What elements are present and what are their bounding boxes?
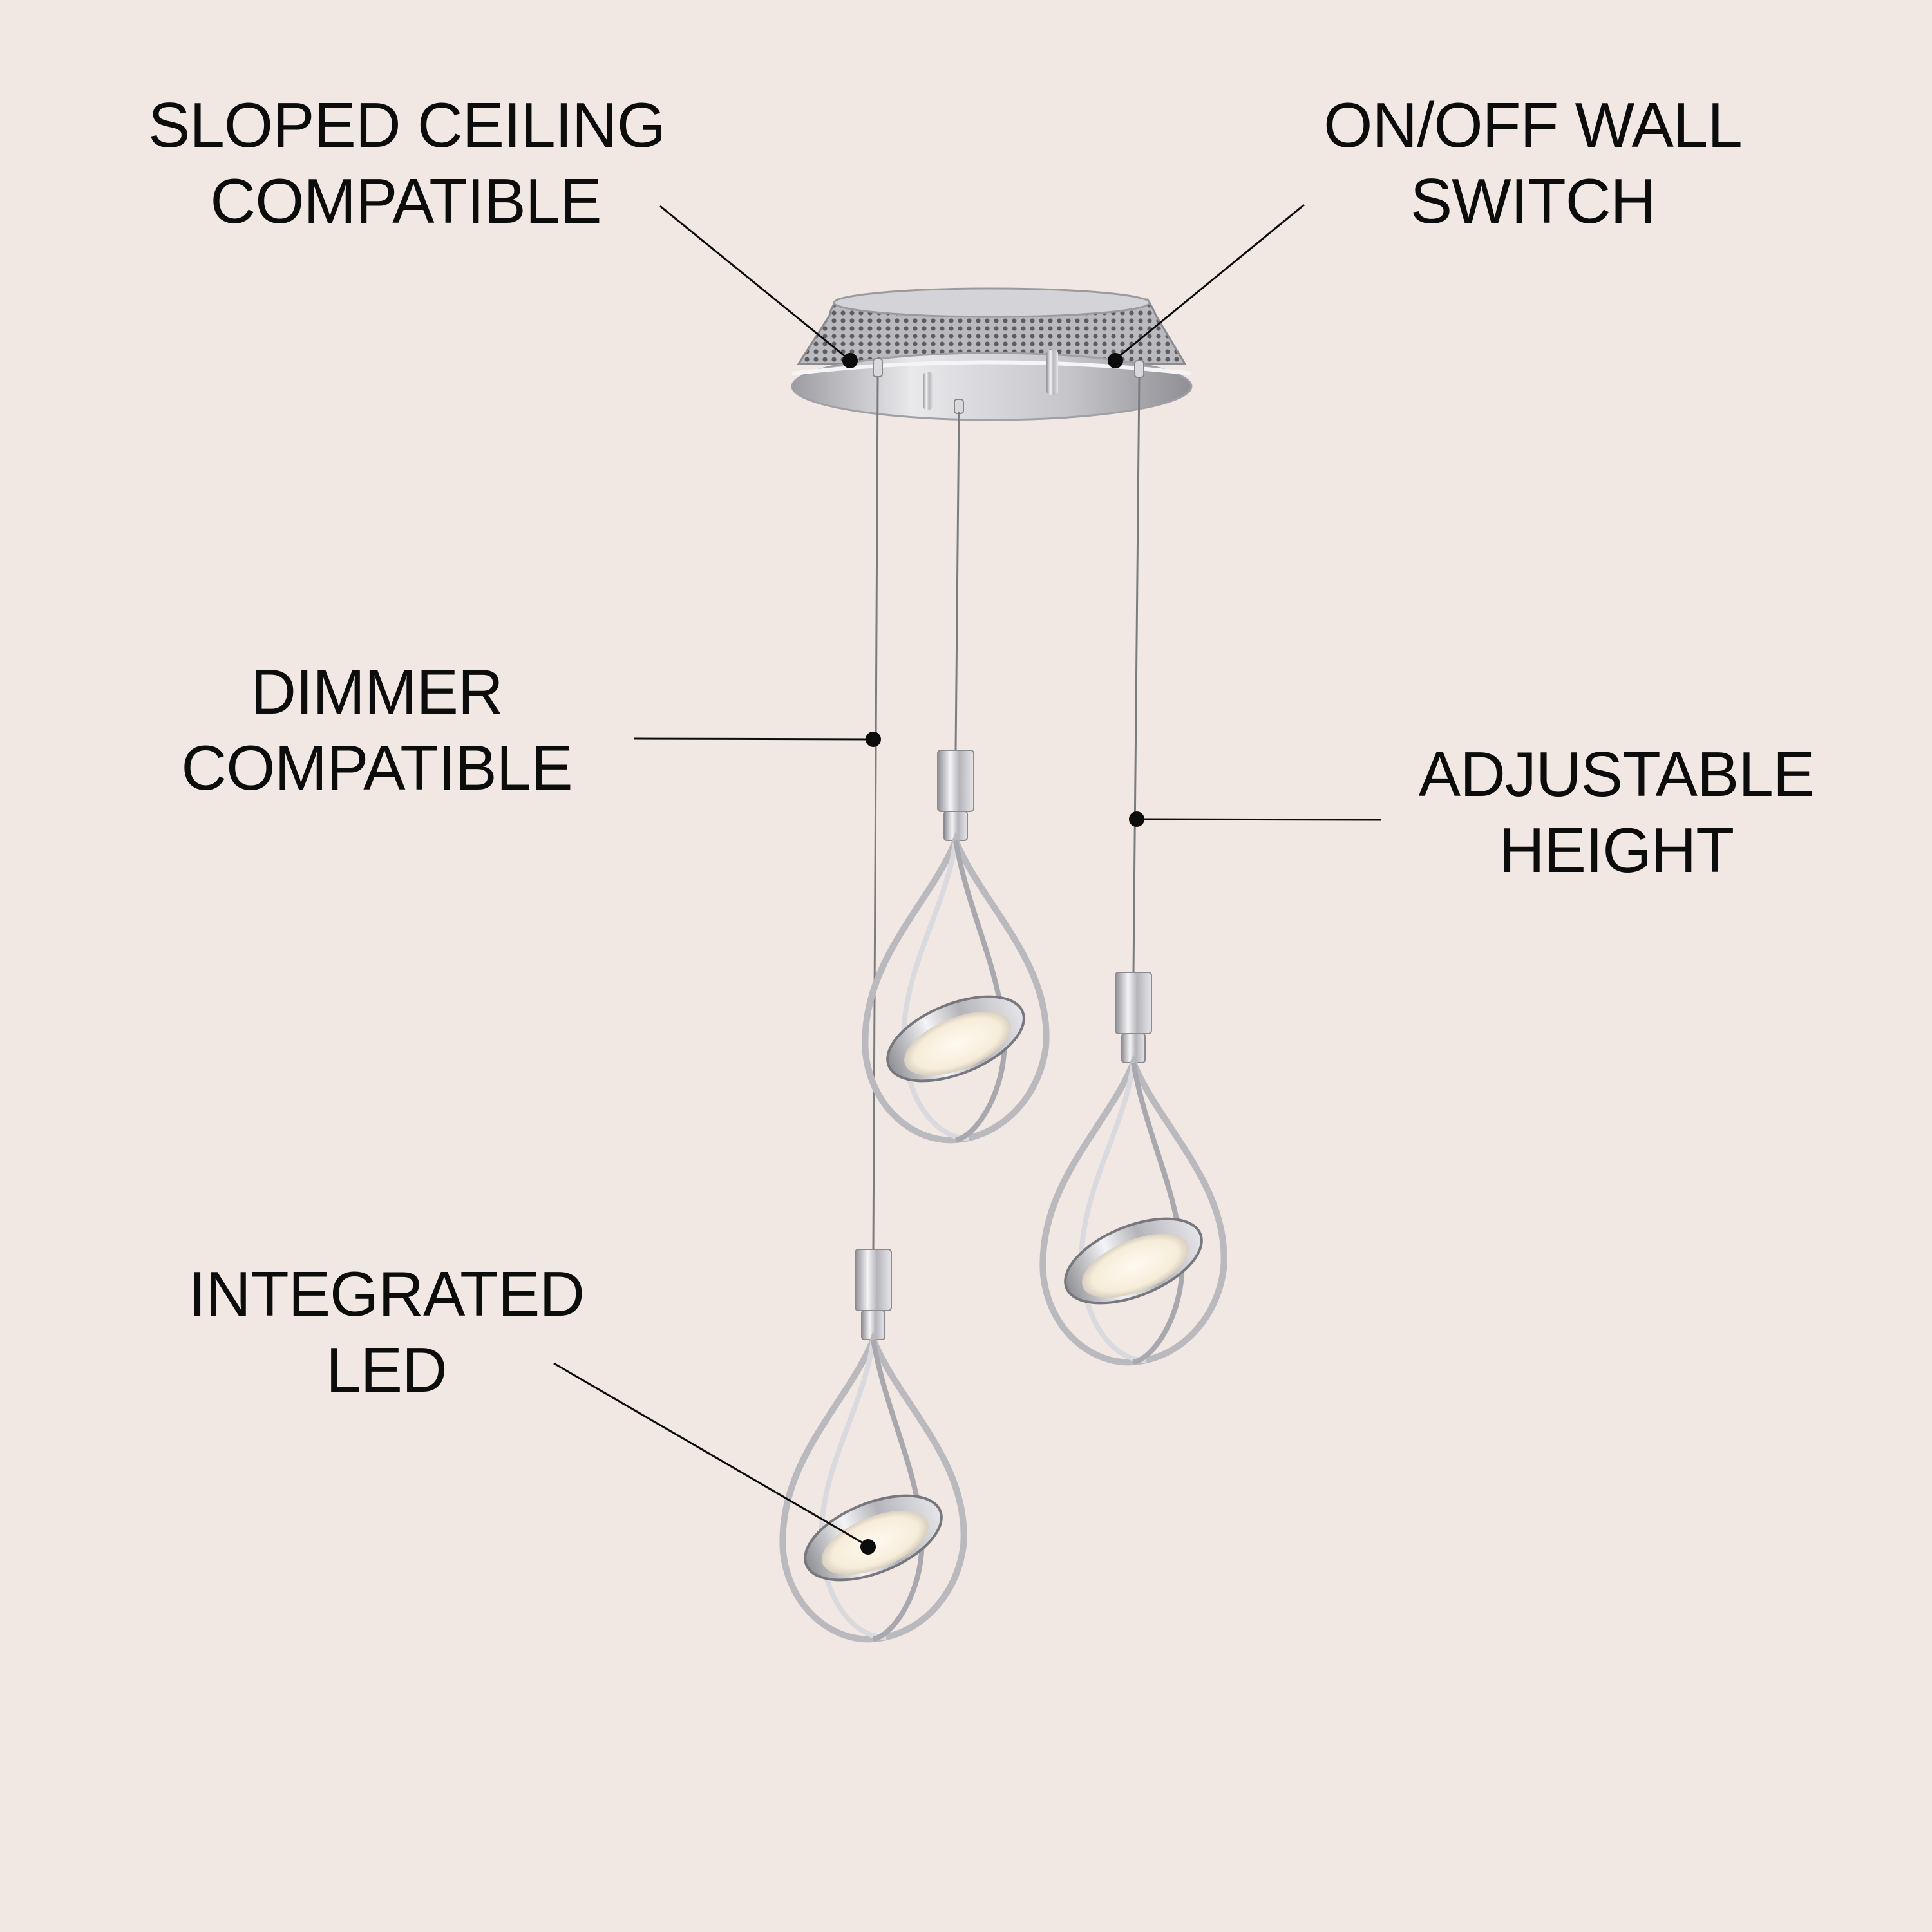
callout-adjustable-height: ADJUSTABLE HEIGHT (1385, 736, 1848, 888)
callout-dimmer-line1: DIMMER (251, 656, 503, 727)
callout-dimmer-line2: COMPATIBLE (181, 732, 573, 803)
callout-integrated-led-line2: LED (326, 1334, 448, 1405)
callout-sloped-ceiling-line1: SLOPED CEILING (148, 90, 666, 160)
callout-adjustable-height-line2: HEIGHT (1499, 815, 1734, 886)
pendant-light-upper (862, 750, 1050, 1144)
callout-dimmer: DIMMER COMPATIBLE (129, 654, 625, 806)
callout-wall-switch-line1: ON/OFF WALL (1323, 90, 1743, 160)
callout-wall-switch: ON/OFF WALL SWITCH (1288, 87, 1777, 239)
suspension-cables (872, 376, 1141, 1250)
ceiling-canopy (791, 287, 1193, 421)
callout-integrated-led: INTEGRATED LED (129, 1256, 644, 1408)
callout-markers (842, 353, 1144, 1555)
callout-sloped-ceiling-line2: COMPATIBLE (210, 166, 601, 236)
callout-leaders (553, 204, 1382, 1547)
callout-adjustable-height-line1: ADJUSTABLE (1418, 739, 1815, 810)
callout-sloped-ceiling: SLOPED CEILING COMPATIBLE (148, 87, 666, 239)
callout-wall-switch-line2: SWITCH (1410, 166, 1656, 236)
callout-integrated-led-line1: INTEGRATED (188, 1258, 585, 1329)
